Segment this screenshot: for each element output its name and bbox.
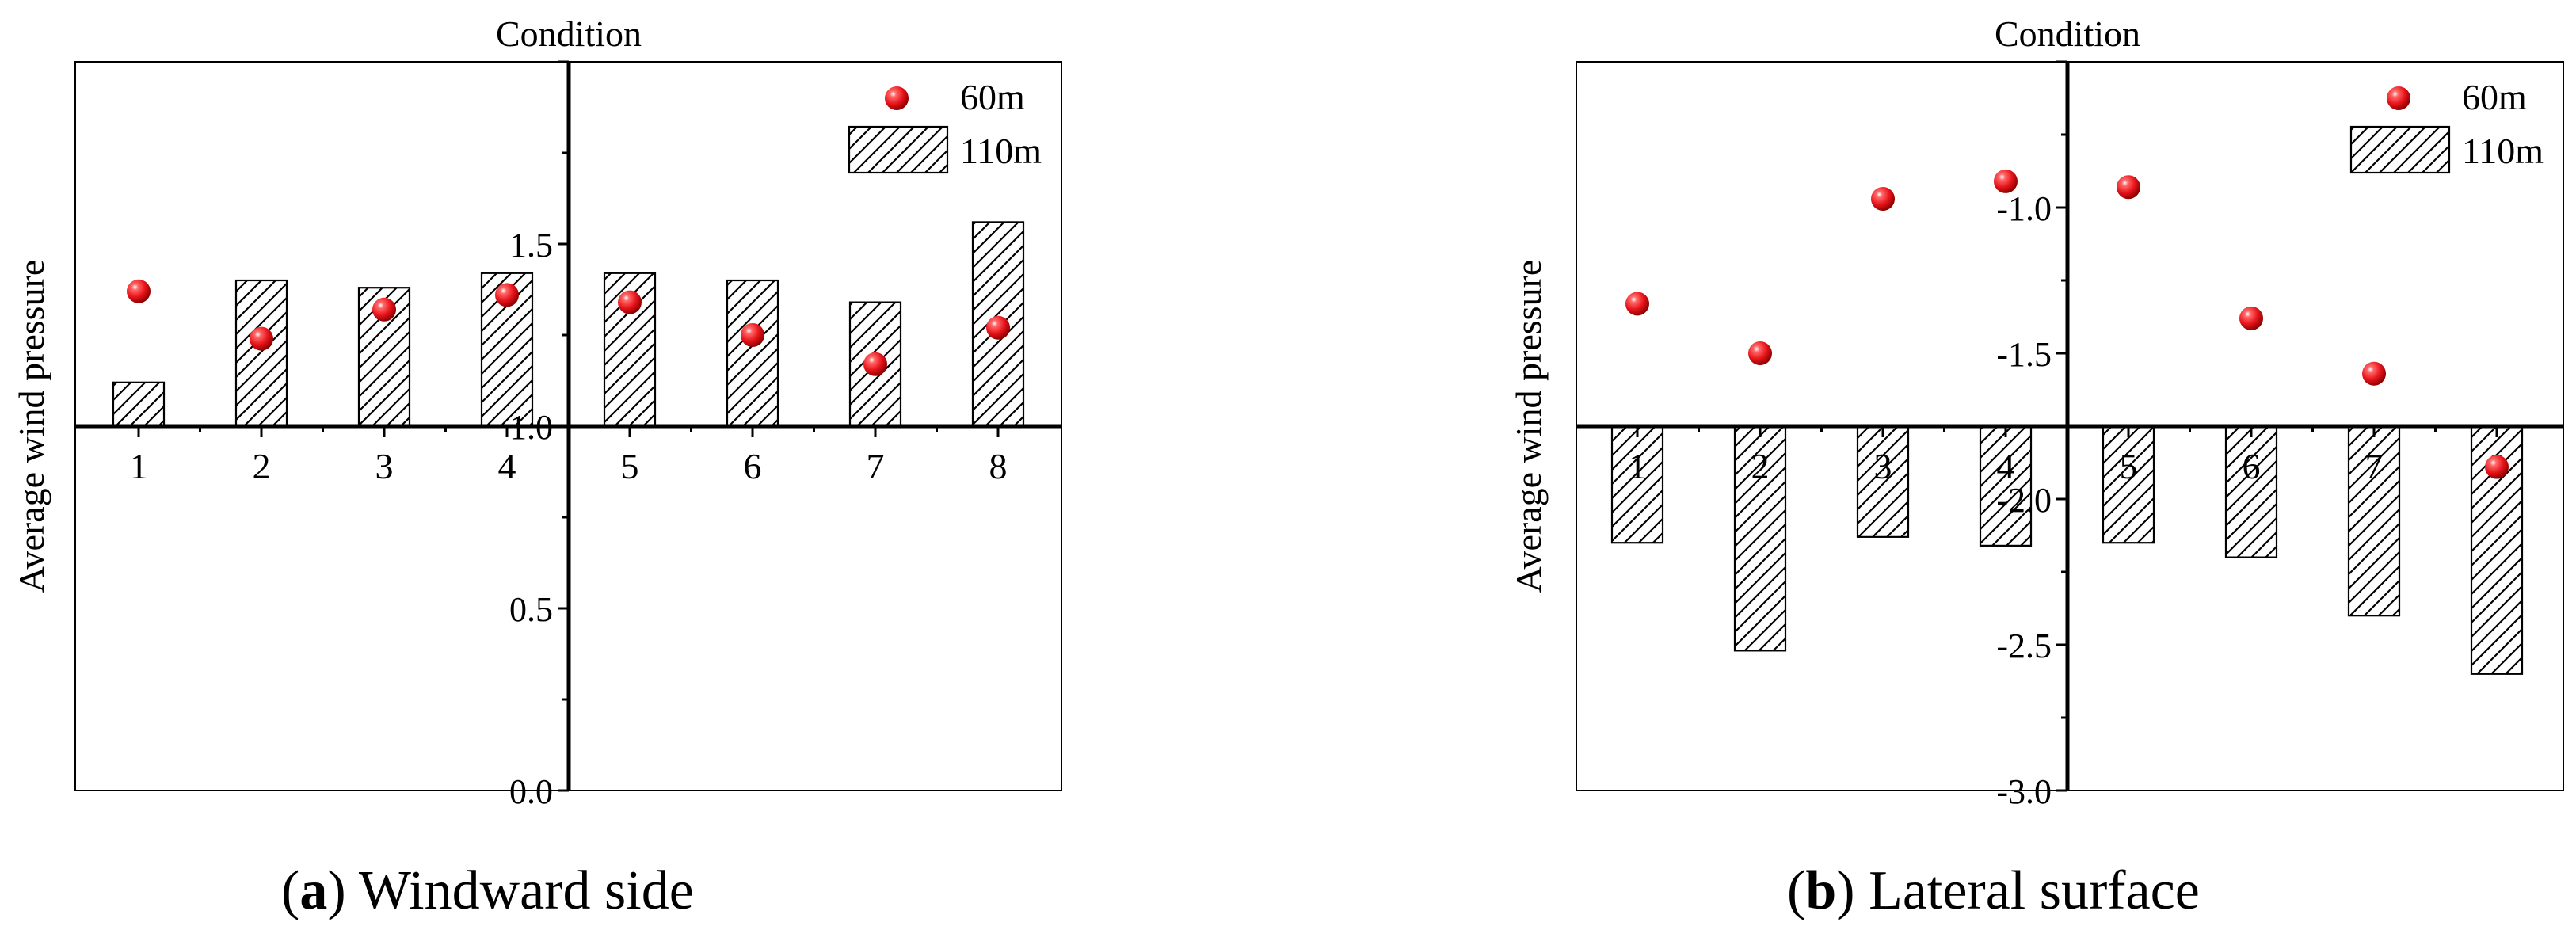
- bar-110m-2: [234, 279, 288, 428]
- x-tick-label: 1: [130, 446, 148, 486]
- bar-110m-2: [1733, 425, 1787, 652]
- point-60m-6: [741, 323, 764, 347]
- x-tick-label: 4: [498, 446, 516, 486]
- x-tick-label: 3: [1874, 446, 1892, 486]
- x-tick-label: 5: [621, 446, 639, 486]
- x-tick-label: 4: [1997, 446, 2015, 486]
- point-60m-5: [618, 290, 642, 314]
- legend-marker-60m: [885, 86, 909, 110]
- bar-110m-6: [2224, 425, 2278, 558]
- legend-marker-60m: [2387, 86, 2410, 110]
- point-60m-1: [1625, 292, 1649, 316]
- point-60m-4: [1994, 169, 2018, 193]
- y-tick-label: 0.5: [509, 590, 553, 629]
- y-tick-label: -1.5: [1996, 335, 2052, 374]
- x-tick-label: 1: [1629, 446, 1647, 486]
- y-tick-label: -2.0: [1996, 481, 2052, 520]
- point-60m-7: [863, 352, 887, 376]
- caption-b-text: Lateral surface: [1869, 860, 2200, 921]
- point-60m-3: [1871, 186, 1895, 211]
- y-tick-label: 0.0: [509, 772, 553, 811]
- point-60m-6: [2239, 306, 2263, 330]
- x-tick-label: 6: [2243, 446, 2261, 486]
- caption-a-text: Windward side: [358, 860, 694, 921]
- point-60m-2: [1748, 341, 1772, 365]
- y-tick-label: -3.0: [1996, 772, 2052, 811]
- x-tick-label: 2: [1751, 446, 1770, 486]
- legend-marker-110m: [2349, 125, 2451, 174]
- y-tick-label: 1.5: [509, 226, 553, 265]
- point-60m-8: [2485, 455, 2509, 479]
- y-axis-label: Average wind pressure: [11, 260, 51, 593]
- caption-a: (a) Windward side: [281, 860, 694, 921]
- legend-label-110m: 110m: [960, 131, 1042, 171]
- top-axis-label: Condition: [1995, 13, 2140, 54]
- point-60m-7: [2362, 361, 2386, 386]
- legend-label-110m: 110m: [2462, 131, 2544, 171]
- caption-b-letter: b: [1805, 860, 1837, 921]
- top-axis-label: Condition: [496, 13, 642, 54]
- y-tick-label: -1.0: [1996, 189, 2052, 228]
- bar-110m-7: [2347, 425, 2401, 617]
- x-tick-label: 7: [2365, 446, 2384, 486]
- point-60m-3: [372, 297, 396, 322]
- caption-a-letter: a: [299, 860, 328, 921]
- point-60m-1: [127, 279, 151, 303]
- point-60m-4: [495, 283, 519, 307]
- y-axis-label: Average wind pressure: [1508, 260, 1549, 593]
- x-tick-label: 7: [867, 446, 885, 486]
- legend-marker-110m: [848, 125, 949, 174]
- point-60m-2: [250, 326, 273, 351]
- x-tick-label: 3: [375, 446, 394, 486]
- caption-b: (b) Lateral surface: [1787, 860, 2200, 921]
- x-tick-label: 8: [989, 446, 1008, 486]
- legend-label-60m: 60m: [960, 77, 1025, 117]
- x-tick-label: 5: [2120, 446, 2138, 486]
- x-tick-label: 6: [744, 446, 762, 486]
- point-60m-5: [2117, 175, 2140, 200]
- x-tick-label: 2: [253, 446, 271, 486]
- bar-110m-1: [112, 381, 166, 428]
- bar-110m-3: [1856, 425, 1910, 538]
- point-60m-8: [986, 315, 1010, 340]
- y-tick-label: -2.5: [1996, 627, 2052, 665]
- bar-110m-6: [726, 279, 779, 428]
- bar-110m-1: [1610, 425, 1664, 544]
- legend-label-60m: 60m: [2462, 77, 2527, 117]
